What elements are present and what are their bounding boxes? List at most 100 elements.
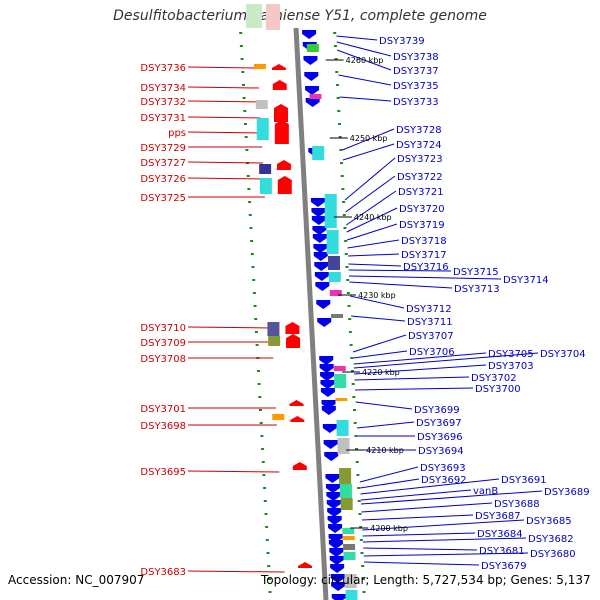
right-gene-label: DSY3685 — [526, 516, 572, 527]
reverse-gene-arrow — [329, 556, 344, 565]
gene-category-block — [312, 146, 325, 160]
tick-left — [247, 188, 251, 190]
right-gene-label: DSY3719 — [399, 220, 445, 231]
right-gene-label: DSY3713 — [454, 284, 500, 295]
reverse-gene-arrow — [310, 198, 325, 207]
tick-left — [246, 175, 250, 177]
gene-category-block — [345, 590, 358, 600]
reverse-gene-arrow — [305, 98, 320, 107]
tick-left — [244, 136, 248, 138]
left-gene-label: DSY3727 — [140, 158, 186, 169]
tick-marks — [239, 32, 366, 593]
right-gene-label: DSY3679 — [481, 561, 527, 572]
left-gene-label: DSY3726 — [140, 174, 186, 185]
reverse-gene-arrow — [314, 272, 329, 281]
tick-right — [348, 331, 352, 333]
accession-text: Accession: NC_007907 — [8, 573, 145, 587]
forward-gene-arrow — [285, 322, 300, 334]
tick-right — [352, 396, 356, 398]
right-gene-label: DSY3692 — [421, 475, 467, 486]
right-gene-label: DSY3706 — [409, 347, 455, 358]
tick-right — [333, 32, 337, 34]
genome-backbone — [293, 27, 329, 600]
tick-left — [239, 32, 243, 34]
right-gene-label: DSY3702 — [471, 373, 517, 384]
right-gene-label: DSY3689 — [544, 487, 590, 498]
right-label-line — [342, 143, 395, 161]
reverse-gene-arrow — [315, 282, 330, 291]
tick-left — [257, 383, 261, 385]
gene-category-block — [327, 256, 340, 270]
right-label-line — [344, 157, 396, 201]
tick-right — [353, 422, 357, 424]
gene-category-block — [331, 314, 344, 318]
tick-right — [348, 318, 352, 320]
gene-category-block — [339, 468, 352, 484]
tick-right — [335, 84, 339, 86]
reverse-gene-arrow — [326, 492, 341, 501]
left-label-line — [187, 86, 260, 89]
tick-left — [258, 396, 262, 398]
right-label-line — [346, 207, 398, 233]
tick-left — [254, 318, 258, 320]
reverse-gene-arrow — [302, 30, 317, 39]
forward-gene-arrow — [272, 80, 287, 90]
tick-left — [259, 422, 263, 424]
gene-category-block — [306, 44, 319, 52]
reverse-gene-arrow — [324, 452, 339, 461]
kbp-label: 4210 kbp — [366, 446, 404, 455]
tick-right — [350, 370, 354, 372]
tick-right — [339, 149, 343, 151]
left-gene-label: DSY3695 — [140, 467, 186, 478]
tick-right — [347, 305, 351, 307]
tick-left — [248, 201, 252, 203]
right-gene-label: DSY3680 — [530, 549, 576, 560]
gene-category-block — [259, 164, 272, 174]
tick-left — [261, 461, 265, 463]
right-gene-label: DSY3738 — [393, 52, 439, 63]
right-gene-label: DSY3714 — [503, 275, 549, 286]
gene-category-block — [309, 94, 322, 99]
gene-category-block — [342, 528, 355, 534]
tick-right — [355, 448, 359, 450]
gene-category-block — [255, 100, 268, 109]
left-label-line — [187, 100, 260, 103]
tick-left — [265, 539, 269, 541]
tick-left — [250, 253, 254, 255]
right-gene-label: DSY3739 — [379, 36, 425, 47]
faded-gene-block — [246, 4, 262, 28]
right-gene-label: DSY3712 — [406, 304, 452, 315]
right-label-line — [364, 561, 480, 566]
tick-right — [345, 266, 349, 268]
right-label-line — [360, 478, 420, 489]
right-gene-label: DSY3728 — [396, 125, 442, 136]
right-label-line — [363, 547, 478, 551]
right-label-line — [349, 295, 405, 309]
left-label-line — [187, 161, 264, 164]
right-gene-label: DSY3733 — [393, 97, 439, 108]
reverse-gene-arrow — [328, 540, 343, 549]
reverse-gene-arrow — [327, 516, 342, 525]
right-label-line — [354, 364, 487, 375]
tick-right — [346, 279, 350, 281]
right-gene-label: DSY3707 — [408, 331, 454, 342]
tick-left — [242, 97, 246, 99]
reverse-gene-arrow — [328, 534, 343, 543]
right-label-line — [361, 502, 493, 513]
tick-right — [340, 175, 344, 177]
tick-right — [353, 409, 357, 411]
right-label-line — [353, 350, 408, 359]
gene-category-block — [344, 574, 357, 588]
right-label-line — [348, 263, 402, 267]
tick-right — [342, 214, 346, 216]
right-gene-label: DSY3717 — [401, 250, 447, 261]
gene-category-block — [336, 420, 349, 436]
gene-category-block — [268, 336, 281, 346]
reverse-gene-arrow — [316, 300, 331, 309]
right-gene-label: DSY3724 — [396, 140, 442, 151]
reverse-gene-arrow — [331, 594, 346, 600]
topology-text: Topology: circular; Length: 5,727,534 bp… — [261, 573, 591, 587]
right-gene-label: DSY3681 — [479, 546, 525, 557]
right-label-line — [336, 35, 378, 41]
right-gene-label: DSY3718 — [401, 236, 447, 247]
